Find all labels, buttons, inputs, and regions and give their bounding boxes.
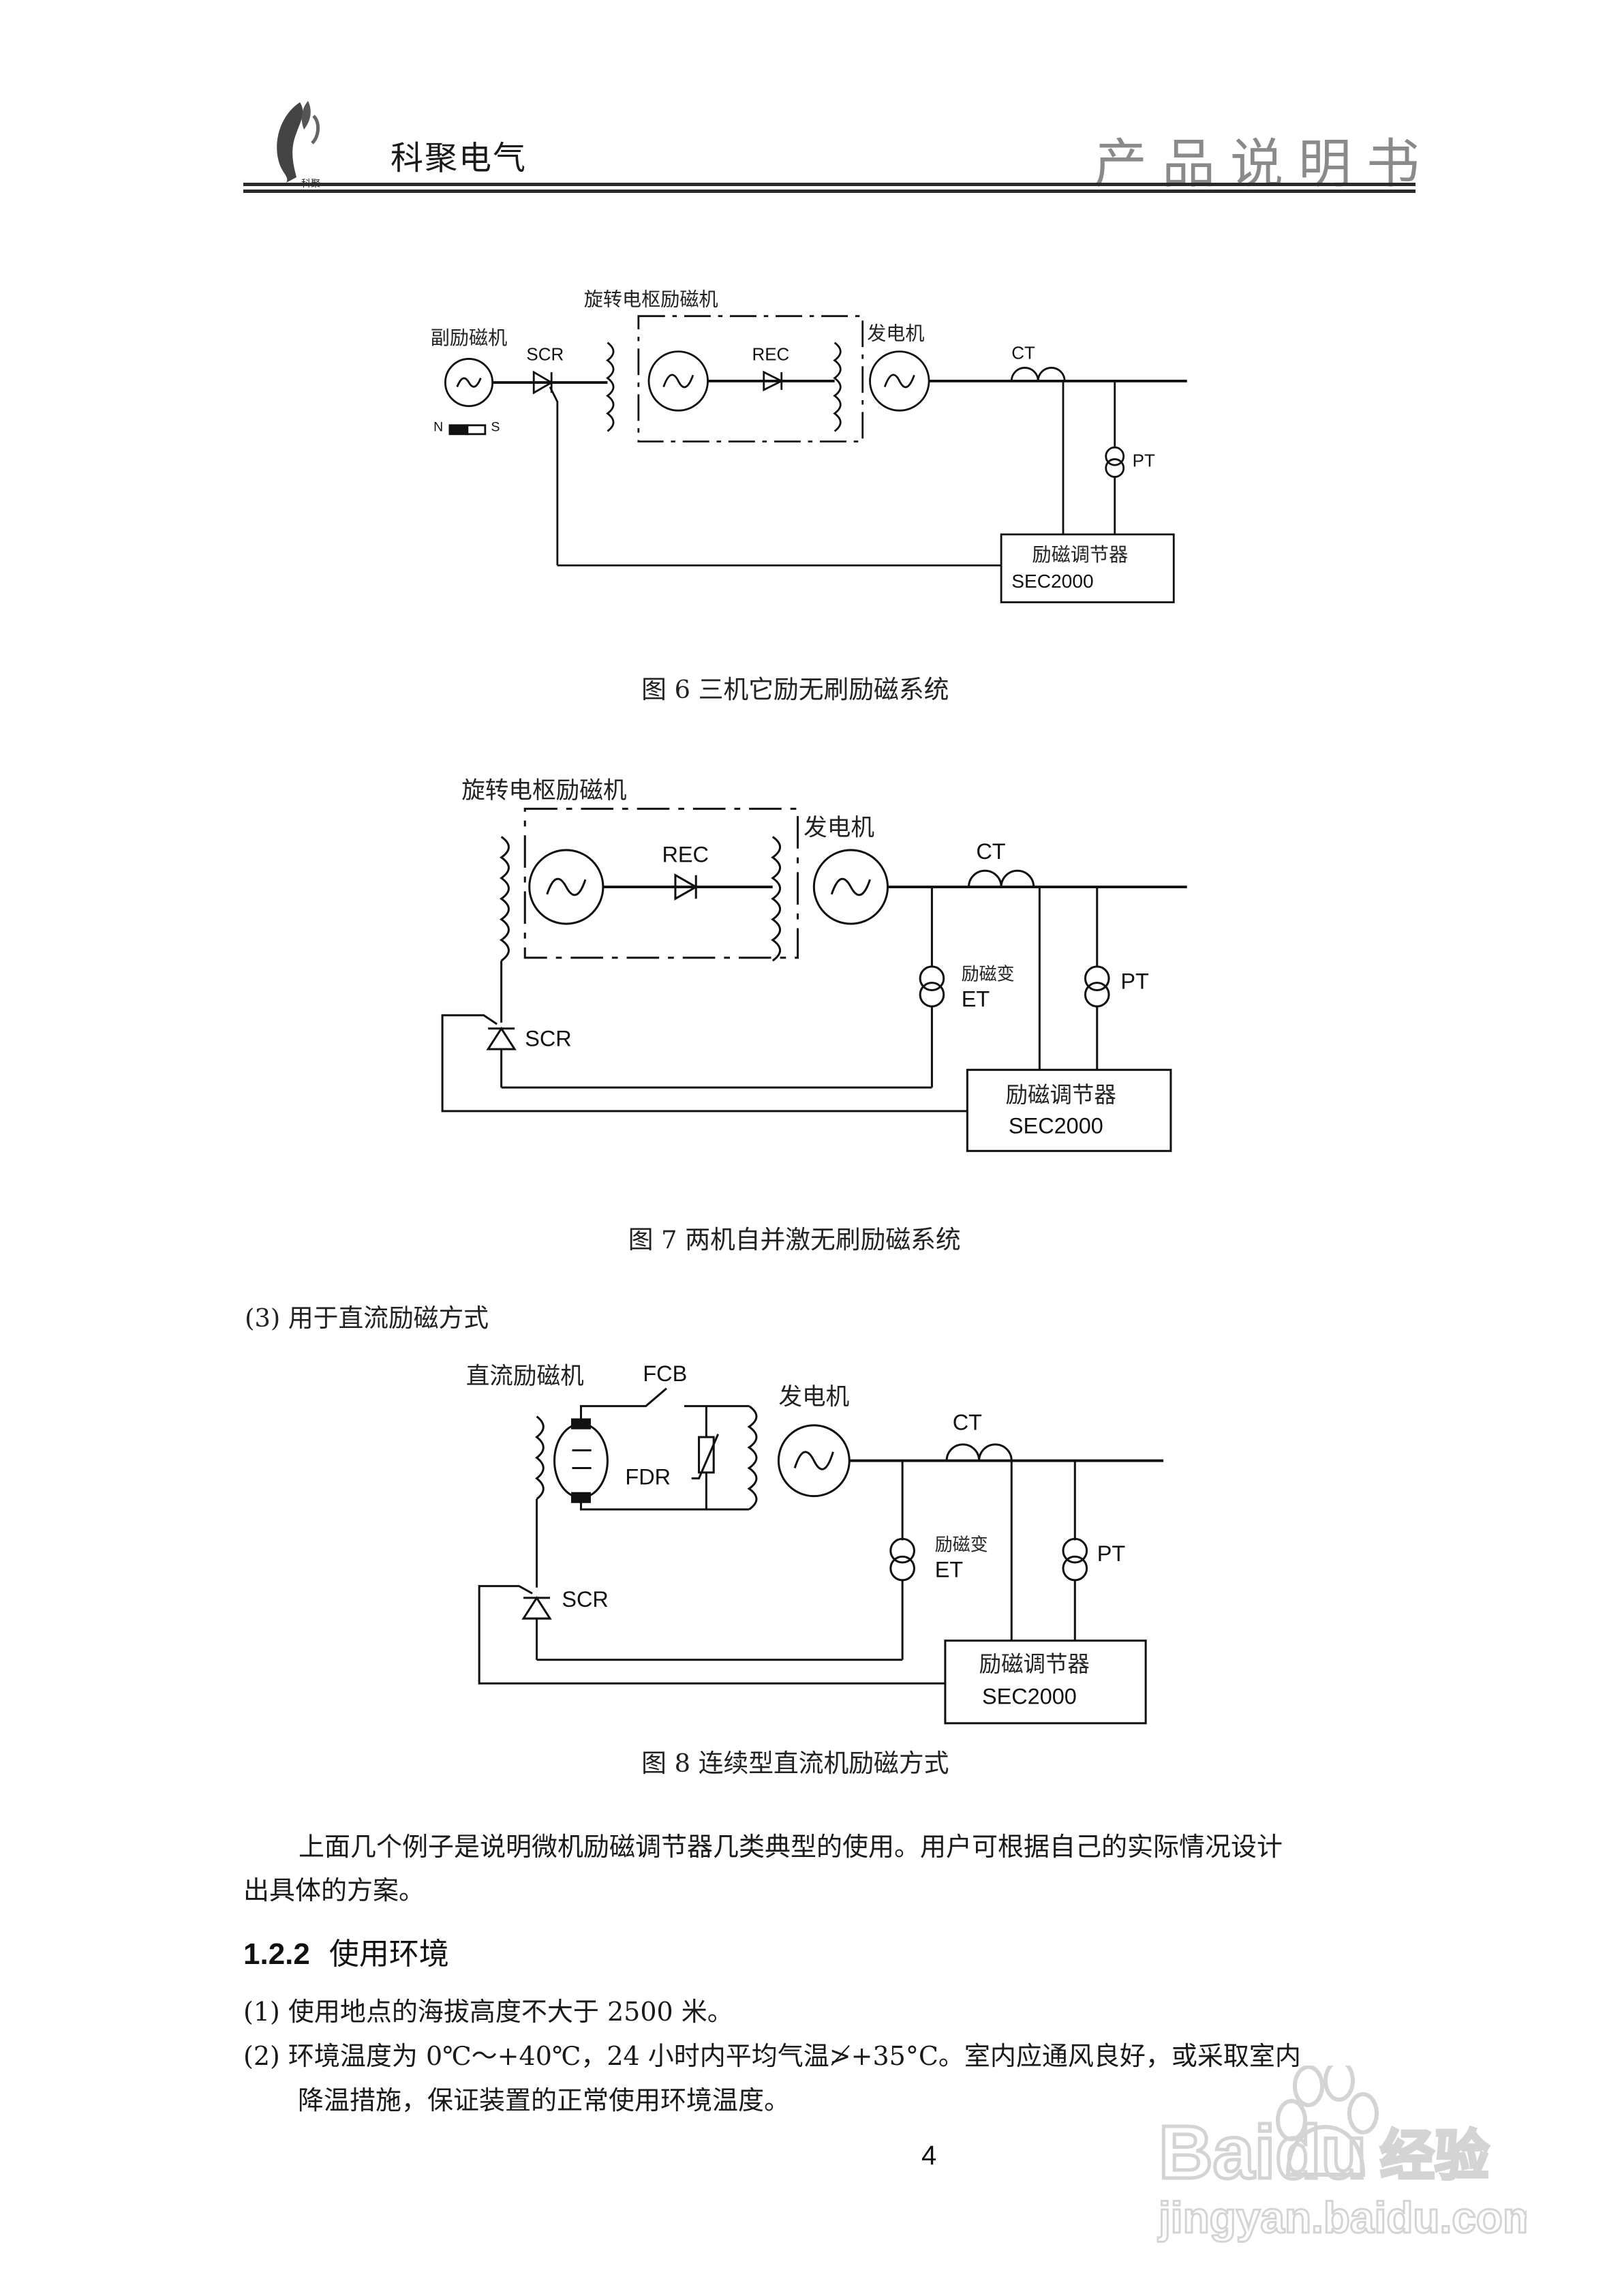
fig6-magnet-n-label: N (433, 419, 443, 434)
fig6-rec-label: REC (752, 344, 789, 365)
figure-8-caption: 图 8 连续型直流机励磁方式 (641, 1749, 949, 1778)
fig8-dc-exciter-label: 直流励磁机 (466, 1363, 584, 1390)
fig8-fdr-resistor-icon (698, 1436, 715, 1474)
fig7-rec-label: REC (662, 842, 709, 866)
paragraph-line-1: 上面几个例子是说明微机励磁调节器几类典型的使用。用户可根据自己的实际情况设计 (299, 1832, 1283, 1862)
fig8-et-icon (889, 1537, 915, 1564)
section-number: 1.2.2 (243, 1937, 310, 1971)
figure-6-caption: 图 6 三机它励无刷励磁系统 (641, 675, 949, 704)
fig7-pt-label: PT (1120, 969, 1149, 993)
watermark-url: jingyan.baidu.com (1158, 2193, 1527, 2242)
fig6-regulator-label: 励磁调节器 (1032, 543, 1129, 566)
fig7-regulator-model: SEC2000 (1009, 1113, 1103, 1138)
fig7-exciter-sine-icon (546, 877, 587, 896)
header-rule-top (243, 183, 1416, 186)
fig8-fdr-label: FDR (625, 1464, 671, 1489)
figure-8-diagram: 直流励磁机 FCB FDR 发电机 CT 励磁变 E (466, 1361, 1164, 1725)
fig8-exciter-coil (535, 1415, 545, 1500)
fig7-exciter-field-coil (499, 836, 510, 962)
company-logo: 科聚 (277, 101, 320, 190)
fig6-exciter-sine-icon (662, 374, 694, 389)
fig6-pt-icon (1105, 446, 1125, 466)
dc-excitation-item: (3) 用于直流励磁方式 (245, 1303, 489, 1333)
fig8-generator-field-coil (747, 1405, 758, 1511)
fig6-rotating-exciter-box (637, 315, 864, 443)
fig6-sub-exciter-sine-icon (456, 377, 482, 388)
fig6-regulator-model: SEC2000 (1011, 571, 1093, 592)
figure-7-diagram: 旋转电枢励磁机 REC 发电机 CT 励磁变 ET PT (441, 777, 1187, 1152)
figure-7-caption: 图 7 两机自并激无刷励磁系统 (628, 1225, 961, 1254)
fig8-et-label: ET (935, 1558, 964, 1582)
fig6-rec-diode-icon (763, 370, 784, 392)
fig7-et-label: ET (962, 986, 990, 1011)
environment-item-1: (1) 使用地点的海拔高度不大于 2500 米。 (243, 1997, 733, 2027)
fig6-generator-sine-icon (883, 374, 915, 389)
fig6-sub-exciter-label: 副励磁机 (431, 327, 507, 349)
fig7-scr-thyristor-icon (441, 1014, 968, 1113)
fig8-ct-icon (945, 1443, 1013, 1461)
fig7-regulator-label: 励磁调节器 (1006, 1082, 1116, 1108)
company-name: 科聚电气 (391, 139, 527, 177)
fig7-et-cn-label: 励磁变 (962, 964, 1015, 984)
fig6-exciter-armature-symbol (647, 350, 709, 412)
fig7-scr-label: SCR (525, 1027, 572, 1051)
fig8-fcb-label: FCB (643, 1361, 687, 1386)
fig6-magnet-s (466, 424, 487, 436)
fig6-ct-icon (1010, 367, 1066, 381)
fig8-pt-icon (1062, 1537, 1088, 1564)
fig6-magnet-s-label: S (491, 419, 500, 434)
fig8-ct-label: CT (953, 1410, 982, 1434)
fig7-ct-label: CT (976, 839, 1005, 864)
environment-item-2: (2) 环境温度为 0℃～+40℃，24 小时内平均气温≯+35°C。室内应通风… (243, 2041, 1301, 2071)
fig6-scr-thyristor-icon (532, 370, 559, 566)
baidu-paw-icon (1276, 2066, 1379, 2177)
fig7-ct-icon (967, 869, 1035, 888)
watermark-brand: Baidu (1159, 2111, 1367, 2194)
fig7-generator-field-coil (771, 836, 782, 962)
fig7-rec-diode-icon (674, 873, 699, 901)
fig6-exciter-field-coil (606, 342, 615, 432)
fig6-pt-label: PT (1133, 450, 1155, 470)
fig8-regulator-box (944, 1640, 1147, 1725)
fig6-regulator-box (1000, 533, 1175, 603)
fig7-rotating-exciter-label: 旋转电枢励磁机 (461, 777, 626, 804)
fig7-et-icon (919, 965, 945, 992)
fig8-generator-label: 发电机 (778, 1383, 849, 1410)
environment-item-2-cont: 降温措施，保证装置的正常使用环境温度。 (298, 2085, 791, 2115)
fig8-scr-thyristor-icon (478, 1585, 945, 1685)
fig8-scr-label: SCR (562, 1587, 609, 1612)
header-rule-bottom (243, 190, 1416, 193)
fig6-generator-label: 发电机 (867, 322, 924, 344)
fig8-generator-sine-icon (793, 1451, 834, 1470)
fig7-generator-sine-icon (830, 877, 871, 896)
paragraph-line-2: 出具体的方案。 (243, 1875, 425, 1905)
fig8-dc-machine-symbol (553, 1423, 609, 1499)
fig7-generator-label: 发电机 (804, 814, 874, 841)
fig7-pt-icon (1084, 965, 1110, 992)
fig6-scr-label: SCR (526, 344, 564, 365)
figure-6-diagram: 副励磁机 N S SCR 旋转电枢励磁机 REC 发电机 (431, 288, 1187, 603)
fig8-et-cn-label: 励磁变 (935, 1535, 988, 1556)
section-heading: 1.2.2 使用环境 (243, 1929, 449, 1973)
fig6-generator-field-coil (833, 342, 842, 432)
fig8-pt-label: PT (1097, 1541, 1126, 1566)
fig6-magnet-n (448, 424, 469, 436)
section-title: 使用环境 (328, 1937, 449, 1972)
fig7-rotating-exciter-box (523, 807, 799, 959)
baidu-jingyan-watermark: Baidu 经验 jingyan.baidu.com (1157, 2066, 1527, 2244)
page-number: 4 (921, 2141, 937, 2171)
fig8-regulator-model: SEC2000 (982, 1685, 1077, 1709)
fig6-rotating-exciter-label: 旋转电枢励磁机 (584, 288, 718, 311)
fig8-regulator-label: 励磁调节器 (979, 1651, 1090, 1677)
watermark-brand-cn: 经验 (1380, 2124, 1489, 2188)
fig6-ct-label: CT (1011, 342, 1035, 363)
